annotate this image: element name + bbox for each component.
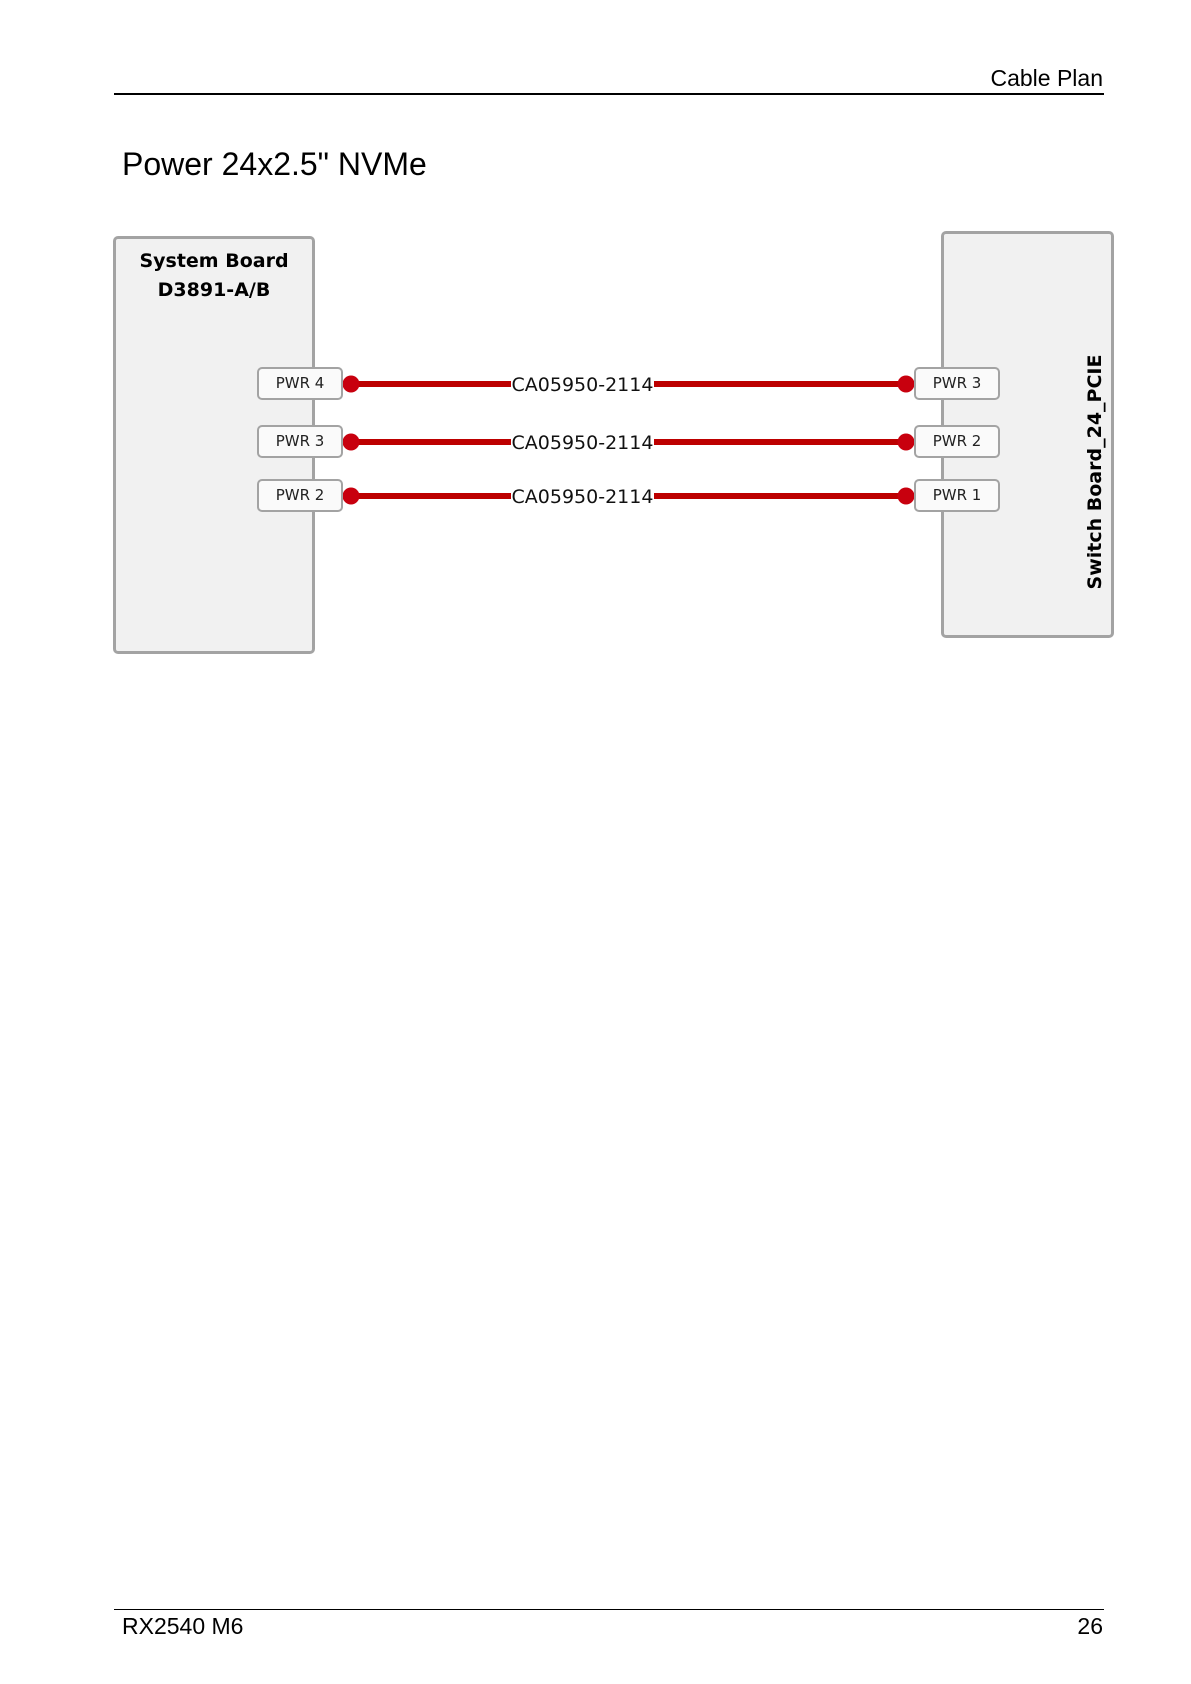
cable-endpoint <box>343 488 360 505</box>
switch-board-port: PWR 1 <box>914 479 1000 512</box>
cable-endpoint <box>898 376 915 393</box>
switch-board-port: PWR 3 <box>914 367 1000 400</box>
cable-endpoint <box>343 434 360 451</box>
cable-endpoint <box>898 434 915 451</box>
system-board-title: System Board D3891-A/B <box>116 247 312 305</box>
cable-part-number: CA05950-2114 <box>511 482 654 512</box>
header-divider <box>114 93 1104 95</box>
switch-board-port: PWR 2 <box>914 425 1000 458</box>
system-board-port: PWR 4 <box>257 367 343 400</box>
system-board-name: System Board <box>116 247 312 276</box>
section-title: Power 24x2.5" NVMe <box>122 144 427 184</box>
footer-model: RX2540 M6 <box>122 1611 243 1641</box>
cable-part-number: CA05950-2114 <box>511 428 654 458</box>
footer-page-number: 26 <box>1077 1611 1103 1641</box>
cable-endpoint <box>343 376 360 393</box>
footer-divider <box>114 1609 1104 1610</box>
switch-board-title: Switch Board_24_PCIE <box>1083 355 1107 590</box>
cable-part-number: CA05950-2114 <box>511 370 654 400</box>
system-board-model: D3891-A/B <box>116 276 312 305</box>
cable-endpoint <box>898 488 915 505</box>
page-header-title: Cable Plan <box>990 64 1103 92</box>
system-board-port: PWR 2 <box>257 479 343 512</box>
system-board-port: PWR 3 <box>257 425 343 458</box>
